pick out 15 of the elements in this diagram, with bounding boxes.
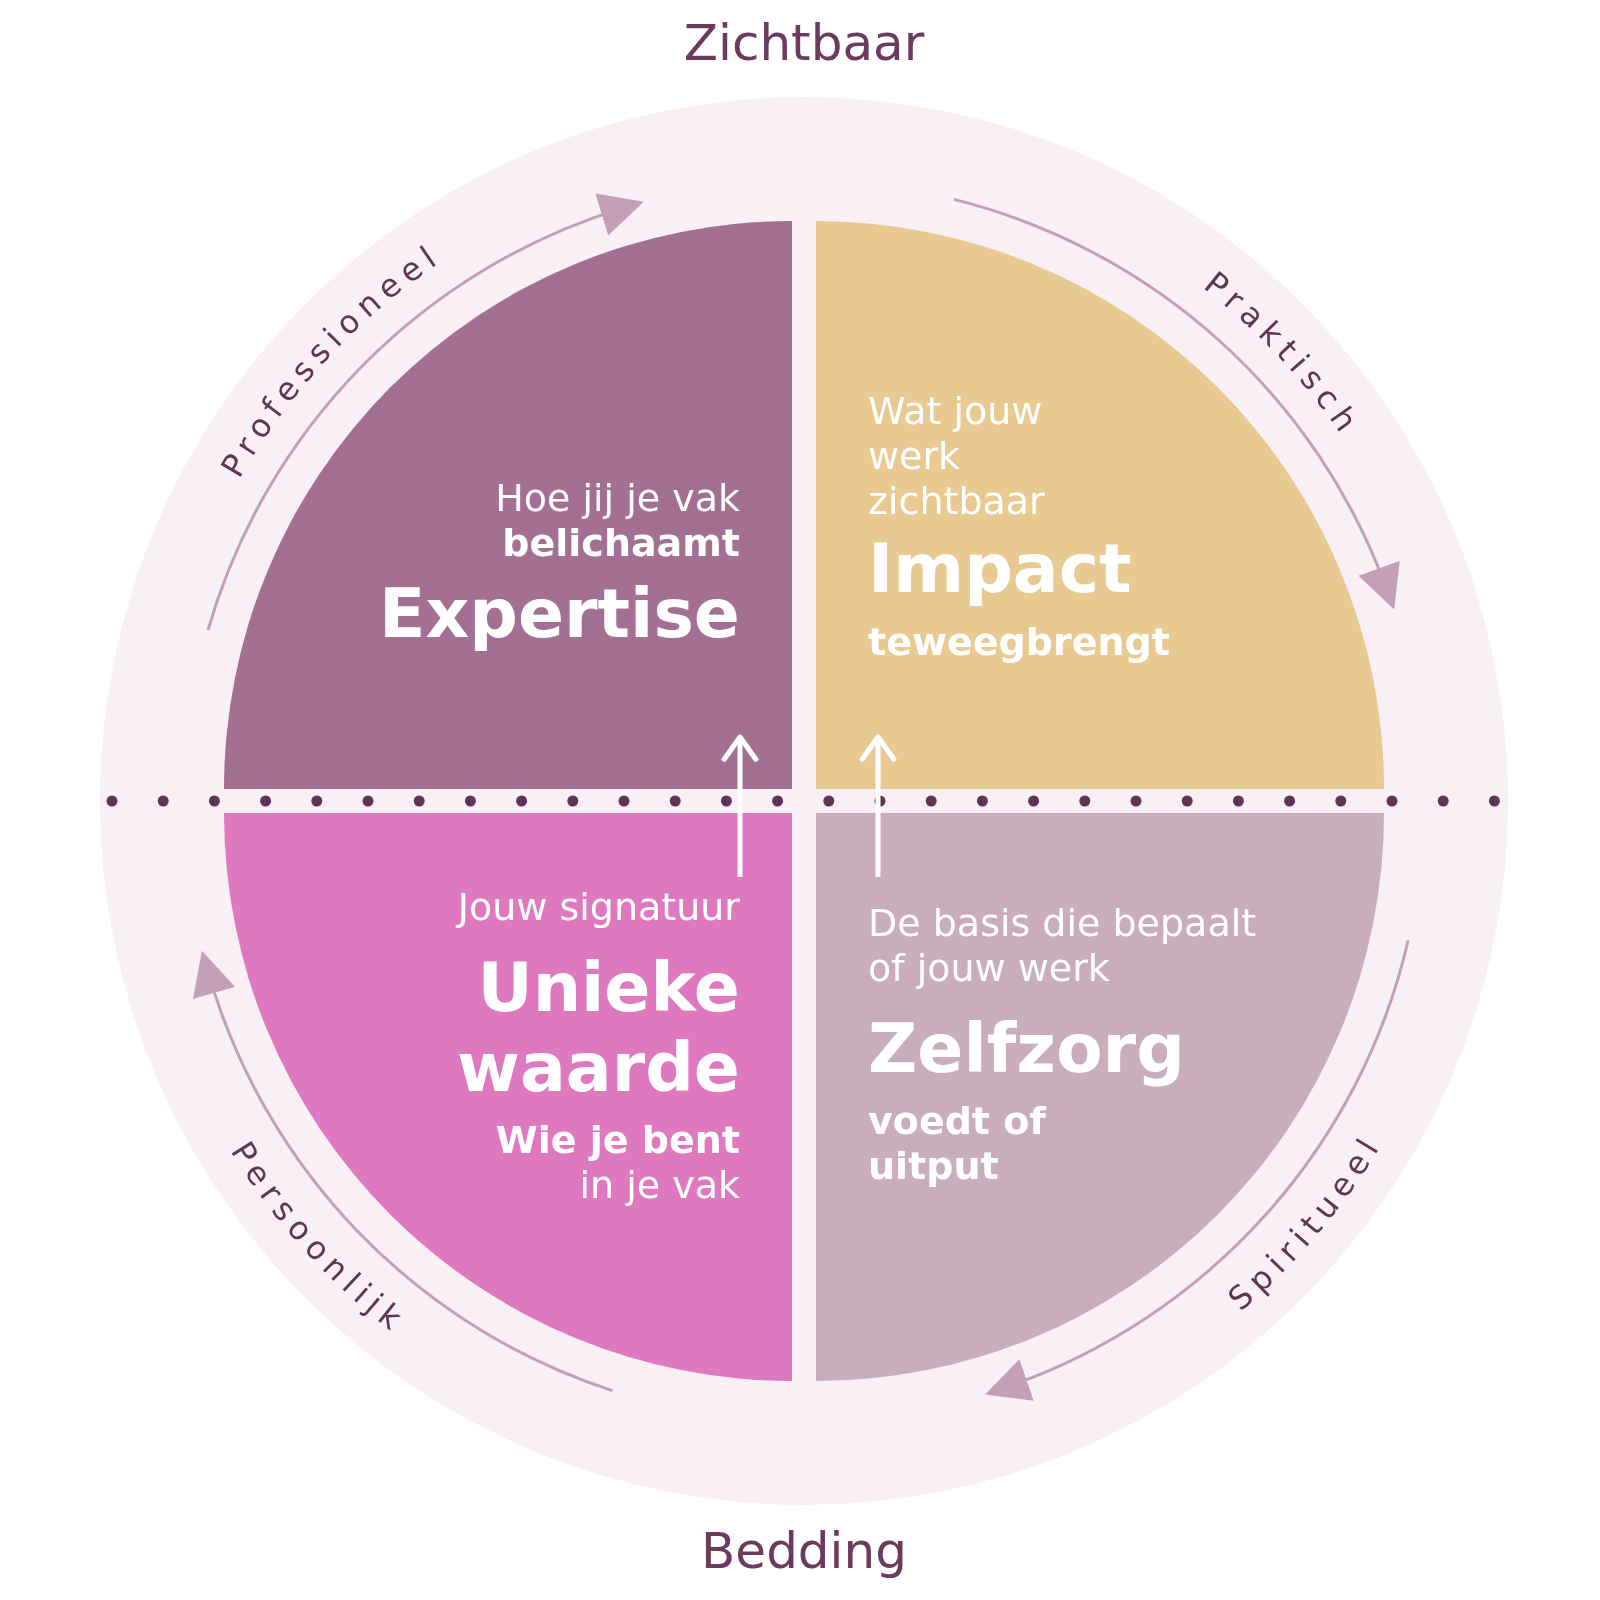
- quadrant-subtitle: voedt of uitput: [868, 1098, 1047, 1189]
- quadrant-subtitle: Hoe jij je vak belichaamt: [494, 476, 740, 566]
- quadrant-title: Impact: [868, 529, 1132, 610]
- axis-label: Zichtbaar: [683, 14, 925, 72]
- quadrant-subtitle: Jouw signatuur: [457, 885, 740, 930]
- axis-label: Bedding: [701, 1522, 907, 1580]
- quadrant-subtitle: teweegbrengt: [868, 619, 1170, 665]
- quadrant-subtitle: Wie je bent in je vak: [494, 1118, 740, 1208]
- quadrant-subtitle: Wat jouw werk zichtbaar: [868, 389, 1046, 524]
- quadrant-title: Expertise: [378, 573, 740, 654]
- quadrant-subtitle: De basis die bepaalt of jouw werk: [868, 901, 1258, 991]
- quadrant-title: Zelfzorg: [868, 1008, 1185, 1089]
- arrow: [859, 734, 897, 877]
- quadrant-title: Unieke waarde: [456, 947, 740, 1109]
- arrow: [721, 734, 759, 877]
